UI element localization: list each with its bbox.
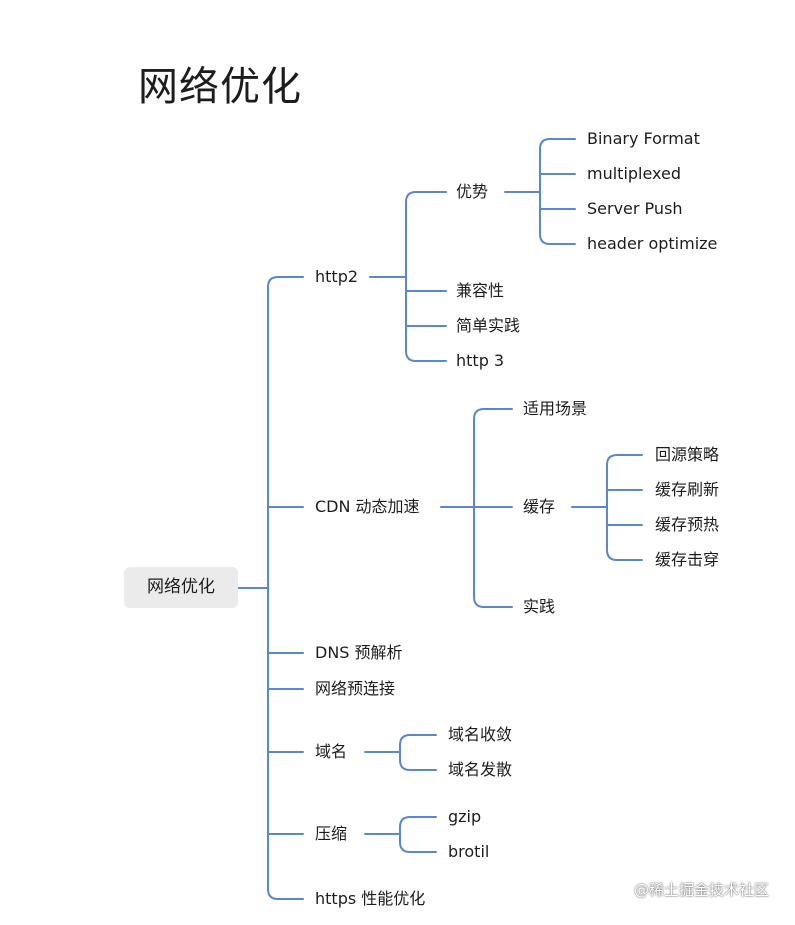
- node-domain-converge: 域名收敛: [448, 725, 513, 744]
- node-cache-penetration: 缓存击穿: [655, 550, 720, 569]
- node-header-optimize: header optimize: [587, 234, 718, 253]
- watermark: @稀土掘金技术社区: [633, 881, 769, 899]
- node-http2-practice: 简单实践: [456, 316, 521, 335]
- node-http3: http 3: [456, 351, 505, 370]
- node-preconnect: 网络预连接: [315, 679, 396, 698]
- node-compat: 兼容性: [456, 281, 505, 300]
- node-domain: 域名: [315, 742, 348, 761]
- node-http2: http2: [315, 267, 359, 286]
- node-https: https 性能优化: [315, 889, 426, 908]
- node-cdn-cache: 缓存: [523, 497, 556, 516]
- node-compress: 压缩: [315, 824, 348, 843]
- node-binary-format: Binary Format: [587, 129, 700, 148]
- node-multiplexed: multiplexed: [587, 164, 682, 183]
- node-cdn-practice: 实践: [523, 597, 556, 616]
- node-gzip: gzip: [448, 807, 482, 826]
- node-cache-preheat: 缓存预热: [655, 515, 720, 534]
- node-domain-diverge: 域名发散: [448, 760, 513, 779]
- root-node: 网络优化: [124, 567, 238, 608]
- page-title: 网络优化: [138, 64, 302, 110]
- node-advantage: 优势: [456, 182, 489, 201]
- node-cdn: CDN 动态加速: [315, 497, 420, 516]
- node-cache-origin: 回源策略: [655, 445, 720, 464]
- node-dns: DNS 预解析: [315, 643, 403, 662]
- node-brotil: brotil: [448, 842, 490, 861]
- node-cache-refresh: 缓存刷新: [655, 480, 720, 499]
- node-cdn-scenario: 适用场景: [523, 399, 588, 418]
- node-server-push: Server Push: [587, 199, 683, 218]
